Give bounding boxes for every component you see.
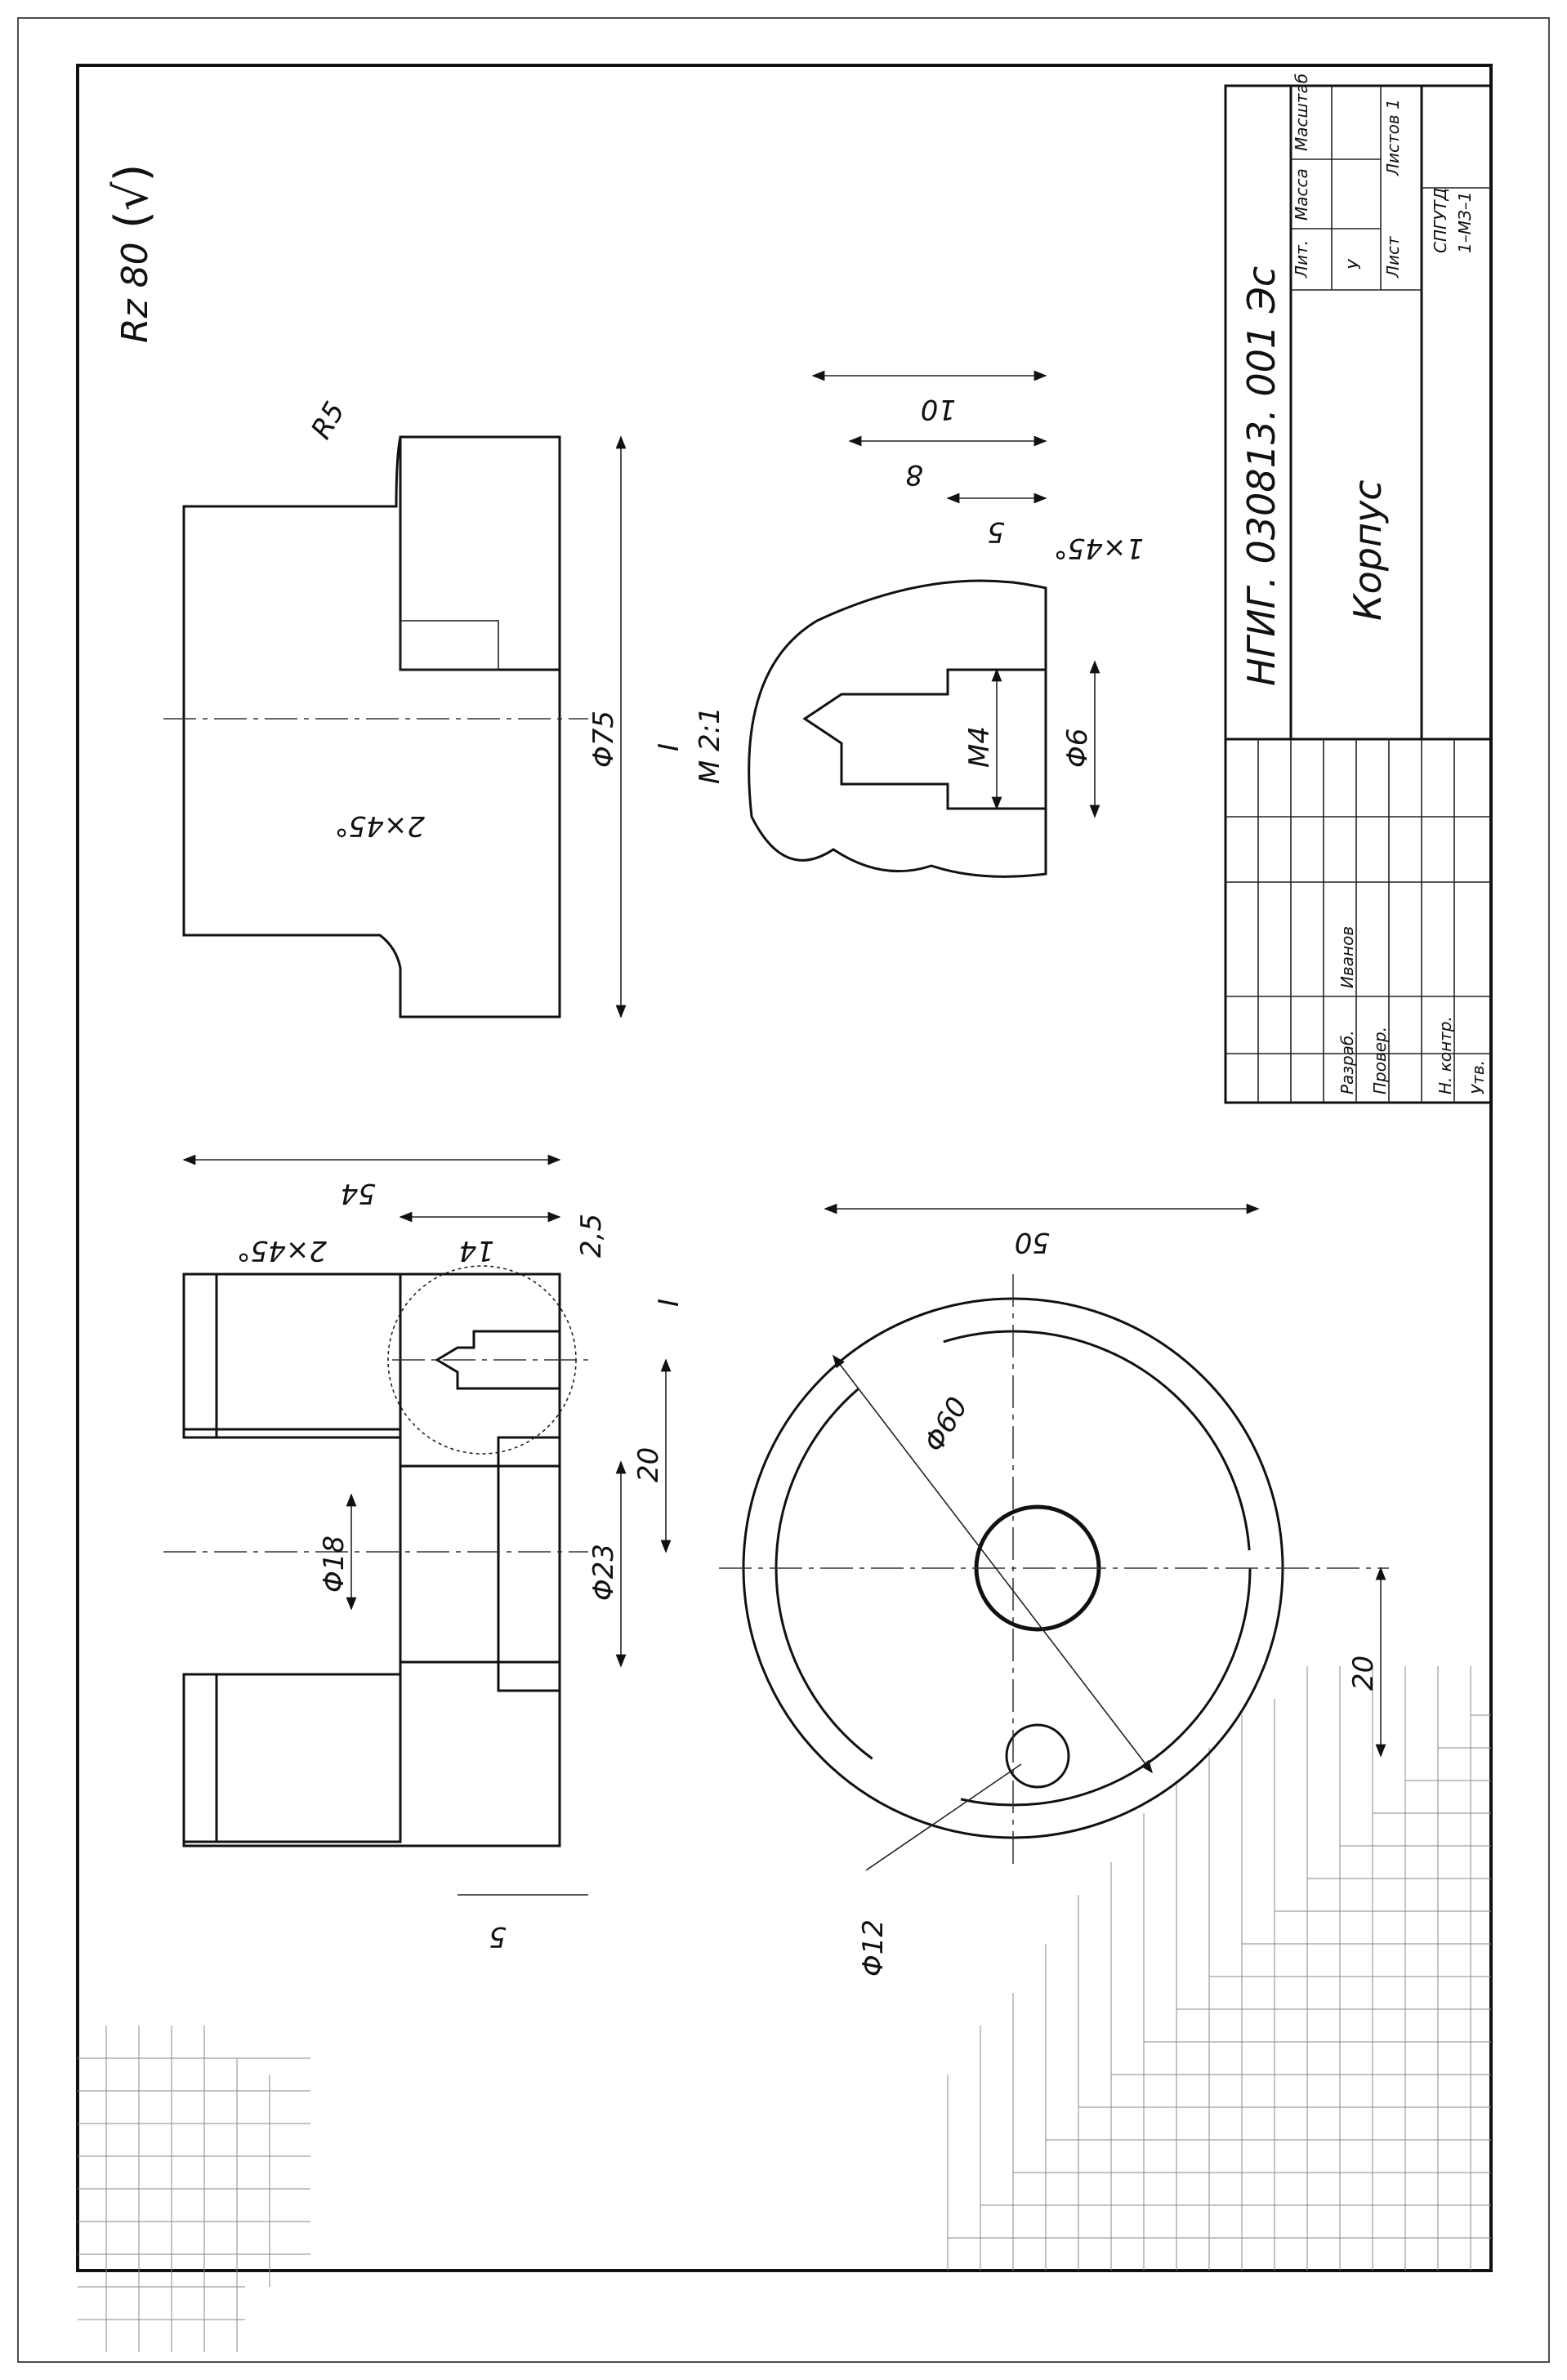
detail-hatched-body bbox=[748, 579, 1047, 878]
grid-bottom-left bbox=[78, 2026, 310, 2352]
lit-value-text: У bbox=[1345, 258, 1364, 270]
detail-scale: M 2:1 bbox=[694, 706, 726, 784]
org-line2-text: 1–МЗ–1 bbox=[1455, 191, 1475, 253]
thread-text: M4 bbox=[963, 726, 996, 768]
grid-bottom-right bbox=[947, 1666, 1491, 2271]
side-outline bbox=[182, 435, 561, 1018]
dim-d75-text: Φ75 bbox=[587, 711, 620, 768]
col-sheet-text: Лист bbox=[1383, 235, 1403, 279]
col-sheets-text: Листов 1 bbox=[1383, 99, 1403, 176]
roughness-check-symbol: (√) bbox=[105, 164, 158, 229]
dim-50-text: 50 bbox=[1015, 1226, 1050, 1259]
section-lug-bottom bbox=[182, 1673, 218, 1843]
side-bore bbox=[400, 620, 499, 671]
dim-d6-text: Φ6 bbox=[1061, 729, 1094, 768]
dim-d18-text: Φ18 bbox=[318, 1535, 350, 1593]
dim-d60-text: Φ60 bbox=[917, 1392, 975, 1458]
roughness-mark: Rz 80 (√) bbox=[105, 164, 158, 343]
dim-d12-text: Φ12 bbox=[857, 1919, 890, 1977]
side-chamfer-text: 2×45° bbox=[335, 809, 425, 842]
sheet-outer-border bbox=[17, 17, 1550, 2363]
dim-5-detail-text: 5 bbox=[987, 515, 1005, 548]
roughness-text: Rz 80 bbox=[114, 242, 156, 343]
chamfer-text: 2×45° bbox=[237, 1234, 327, 1267]
designation-text: НГИГ. 030813. 001 Эс bbox=[1239, 266, 1284, 686]
drawing-frame bbox=[76, 64, 1493, 2272]
part-name-text: Корпус bbox=[1346, 479, 1390, 621]
dim-20-plan-text: 20 bbox=[1347, 1656, 1380, 1691]
side-view: Φ75 R5 2×45° bbox=[163, 396, 627, 1018]
detail-threaded-hole bbox=[802, 668, 1047, 810]
detail-chamfer-text: 1×45° bbox=[1054, 532, 1144, 564]
section-counterbore bbox=[497, 1436, 561, 1692]
section-lug-top bbox=[182, 1272, 218, 1439]
detail-ref-text: I bbox=[653, 1299, 685, 1307]
section-bore bbox=[399, 1464, 561, 1664]
detail-label: I bbox=[653, 743, 685, 751]
side-hatched-section bbox=[399, 435, 561, 671]
dim-14-text: 14 bbox=[459, 1234, 494, 1267]
dim-54-text: 54 bbox=[341, 1177, 376, 1210]
role-developer-text: Разраб. bbox=[1337, 1030, 1357, 1094]
plan-view: 50 Φ60 Φ12 20 bbox=[719, 1203, 1389, 1977]
title-block: НГИГ. 030813. 001 Эс Корпус Лит. Масса М… bbox=[1224, 74, 1493, 1104]
col-scale-text: Масштаб bbox=[1292, 74, 1311, 151]
org-line1-text: СПГУТД bbox=[1431, 188, 1450, 253]
dim-5-text: 5 bbox=[489, 1920, 507, 1953]
role-approve-text: Утв. bbox=[1468, 1060, 1488, 1094]
dim-10-text: 10 bbox=[921, 393, 956, 426]
detail-view: I M 2:1 10 8 5 1×45° M4 Φ6 bbox=[653, 370, 1144, 878]
dim-8-text: 8 bbox=[905, 458, 923, 491]
dim-d23-text: Φ23 bbox=[587, 1544, 620, 1601]
role-norm-text: Н. контр. bbox=[1435, 1016, 1455, 1094]
col-mass-text: Масса bbox=[1292, 168, 1311, 221]
section-view: 54 14 2×45° 2,5 I Φ18 Φ23 20 5 bbox=[163, 1154, 685, 1953]
section-threaded-hole bbox=[435, 1330, 560, 1390]
radius-text: R5 bbox=[305, 396, 351, 444]
local-roughness-text: 2,5 bbox=[575, 1214, 608, 1258]
role-checker-text: Провер. bbox=[1370, 1027, 1390, 1094]
col-lit-text: Лит. bbox=[1292, 240, 1311, 279]
dim-20-text: 20 bbox=[632, 1447, 665, 1482]
developer-name-text: Иванов bbox=[1337, 926, 1357, 988]
plan-small-hole bbox=[1005, 1723, 1070, 1789]
